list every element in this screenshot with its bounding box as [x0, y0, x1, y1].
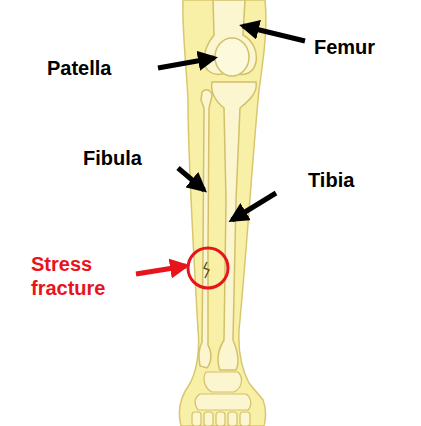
- part-label: Patella: [47, 56, 111, 80]
- part-label: Tibia: [308, 168, 354, 192]
- leader-arrow: [232, 193, 276, 220]
- injury-label: Stress fracture: [31, 252, 123, 300]
- metatarsal-bones: [192, 412, 250, 426]
- leader-arrow: [178, 168, 204, 190]
- part-label: Fibula: [83, 146, 142, 170]
- patella-bone: [215, 38, 249, 76]
- tibia-bone: [212, 82, 257, 370]
- fracture-crack: [204, 262, 209, 278]
- talus-bone: [204, 372, 241, 392]
- tarsal-bones: [195, 394, 251, 410]
- leader-arrow: [158, 58, 214, 68]
- part-label: Femur: [314, 35, 375, 59]
- leader-arrow: [136, 266, 186, 274]
- fracture-circle: [188, 248, 228, 288]
- leader-arrow: [243, 26, 305, 41]
- fibula-bone: [199, 90, 212, 368]
